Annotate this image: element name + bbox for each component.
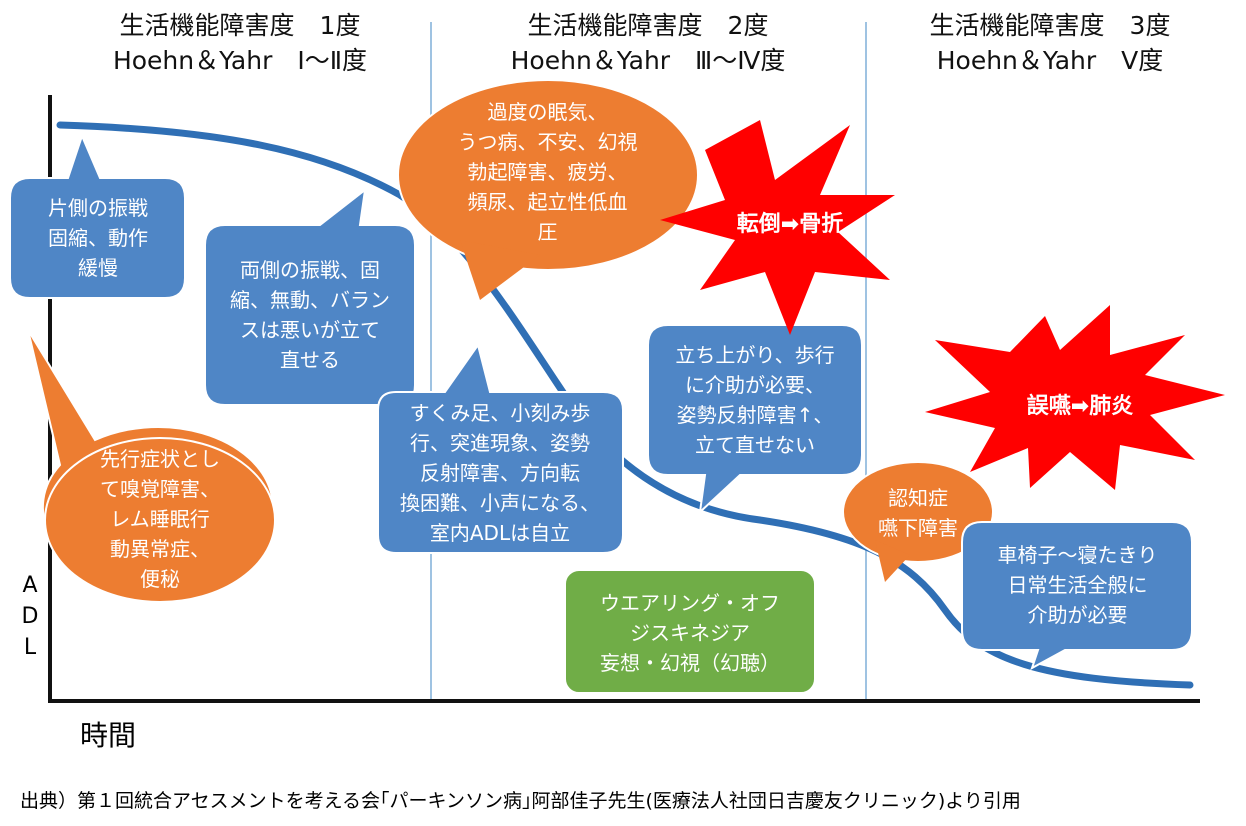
stage-header-2: 生活機能障害度 2度 Hoehn＆Yahr Ⅲ～Ⅳ度 <box>468 8 828 78</box>
callout-prodromal-line: 便秘 <box>140 567 180 591</box>
callout-assist-line: 姿勢反射障害↑、 <box>676 403 834 427</box>
callout-wheelchair-line: 車椅子～寝たきり <box>997 543 1158 567</box>
callout-nonmotor-tail <box>460 240 540 300</box>
callout-dementia-ellipse <box>842 461 994 563</box>
callout-wheelchair-text: 車椅子～寝たきり 日常生活全般に 介助が必要 <box>965 540 1190 630</box>
callout-assist-line: 立ち上がり、歩行 <box>675 343 835 367</box>
stage-header-3: 生活機能障害度 3度 Hoehn＆Yahr Ⅴ度 <box>870 8 1230 78</box>
stage-2-severity: 生活機能障害度 2度 <box>527 11 769 40</box>
callout-unilateral-line: 緩慢 <box>78 256 118 280</box>
callout-bilateral-line: 両側の振戦、固 <box>240 258 380 282</box>
y-axis-letter: A <box>22 573 38 598</box>
callout-nonmotor-line: 勃起障害、疲労、 <box>467 160 628 184</box>
callout-unilateral-text: 片側の振戦 固縮、動作 緩慢 <box>18 193 178 283</box>
callout-assist-text: 立ち上がり、歩行 に介助が必要、 姿勢反射障害↑、 立て直せない <box>650 340 860 460</box>
callout-prodromal-line: 先行症状とし <box>100 447 220 471</box>
stage-divider-1 <box>430 22 432 702</box>
y-axis-letter: D <box>21 604 39 629</box>
callout-nonmotor-line: 頻尿、起立性低血 <box>467 190 628 214</box>
callout-dementia-line: 認知症 <box>888 486 948 510</box>
source-citation: 出典）第１回統合アセスメントを考える会｢パーキンソン病｣阿部佳子先生(医療法人社… <box>20 790 1021 812</box>
callout-nonmotor-line: うつ病、不安、幻視 <box>457 130 638 154</box>
callout-freezing-text: すくみ足、小刻み歩 行、突進現象、姿勢 反射障害、方向転 換困難、小声になる、 … <box>381 398 619 548</box>
callout-bilateral-bubble <box>204 187 416 406</box>
callout-bilateral-line: 直せる <box>280 348 340 372</box>
callout-freezing-bubble <box>377 342 624 554</box>
callout-nonmotor-text: 過度の眠気、 うつ病、不安、幻視 勃起障害、疲労、 頻尿、起立性低血 圧 <box>440 97 655 247</box>
callout-bilateral-text: 両側の振戦、固 縮、無動、バラン スは悪いが立て 直せる <box>210 255 410 375</box>
callout-wearing-off-line: ジスキネジア <box>630 621 750 645</box>
callout-wearing-off-text: ウエアリング・オフ ジスキネジア 妄想・幻視（幻聴） <box>570 588 810 678</box>
callout-unilateral-line: 固縮、動作 <box>48 226 148 250</box>
callout-dementia-line: 嚥下障害 <box>878 516 958 540</box>
callout-wearing-off-box <box>564 569 816 694</box>
callout-prodromal-ellipse <box>44 437 276 603</box>
callout-assist-line: に介助が必要、 <box>685 373 825 397</box>
callout-wearing-off-line: ウエアリング・オフ <box>600 591 780 615</box>
callout-nonmotor-ellipse <box>397 79 699 271</box>
callout-freezing-line: 室内ADLは自立 <box>429 521 571 545</box>
x-axis-label: 時間 <box>80 719 137 752</box>
callout-unilateral-line: 片側の振戦 <box>48 196 148 220</box>
callout-unilateral-bubble <box>9 133 186 299</box>
callout-bilateral-line: スは悪いが立て <box>240 318 380 342</box>
stage-2-hoehn-yahr: Hoehn＆Yahr Ⅲ～Ⅳ度 <box>510 46 786 75</box>
y-axis-letter: L <box>23 635 37 660</box>
stage-3-severity: 生活機能障害度 3度 <box>929 11 1171 40</box>
callout-freezing-line: 反射障害、方向転 <box>420 461 580 485</box>
callout-wheelchair-line: 介助が必要 <box>1027 603 1128 627</box>
callout-freezing-line: 行、突進現象、姿勢 <box>410 431 590 455</box>
callout-assist-bubble <box>647 324 863 515</box>
callout-prodromal-line: レム睡眠行 <box>110 507 210 531</box>
callout-dementia-text: 認知症 嚥下障害 <box>858 483 978 543</box>
callout-dementia-tail <box>875 540 910 582</box>
callout-freezing-line: すくみ足、小刻み歩 <box>409 401 591 425</box>
callout-bilateral-line: 縮、無動、バラン <box>230 288 390 312</box>
burst-aspiration-shape <box>925 305 1225 490</box>
stage-1-severity: 生活機能障害度 1度 <box>119 11 361 40</box>
callout-wheelchair-line: 日常生活全般に <box>1007 573 1148 597</box>
callout-wearing-off-line: 妄想・幻視（幻聴） <box>600 651 780 675</box>
y-axis-label: A D L <box>18 570 42 663</box>
callout-nonmotor-line: 過度の眠気、 <box>487 100 608 124</box>
stage-divider-2 <box>865 22 867 702</box>
callout-prodromal-line: て嗅覚障害、 <box>100 477 220 501</box>
callout-wheelchair-bubble <box>961 521 1193 671</box>
callout-freezing-line: 換困難、小声になる、 <box>400 491 600 515</box>
stage-1-hoehn-yahr: Hoehn＆Yahr Ⅰ～Ⅱ度 <box>112 46 368 75</box>
callout-prodromal-line: 動異常症、 <box>110 537 210 561</box>
burst-fall-shape <box>660 120 895 335</box>
stage-header-1: 生活機能障害度 1度 Hoehn＆Yahr Ⅰ～Ⅱ度 <box>60 8 420 78</box>
callout-prodromal-text: 先行症状とし て嗅覚障害、 レム睡眠行 動異常症、 便秘 <box>60 444 260 594</box>
burst-fall-label: 転倒➡骨折 <box>736 212 844 237</box>
callout-nonmotor-line: 圧 <box>537 220 558 244</box>
callout-assist-line: 立て直せない <box>695 433 815 457</box>
stage-3-hoehn-yahr: Hoehn＆Yahr Ⅴ度 <box>936 46 1164 75</box>
burst-aspiration-label: 誤嚥➡肺炎 <box>1026 394 1134 419</box>
